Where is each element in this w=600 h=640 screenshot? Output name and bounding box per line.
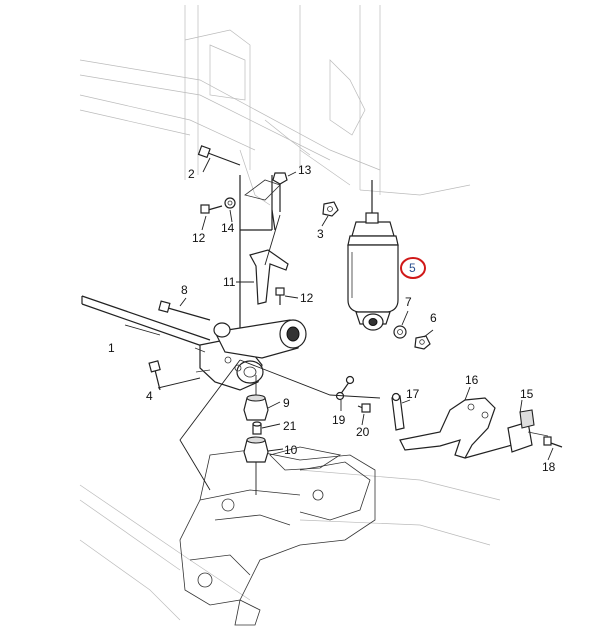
link-19 (335, 375, 355, 401)
callout-5: 5 (409, 261, 416, 275)
callout-12-middle: 12 (300, 291, 314, 305)
spacer-21 (252, 421, 262, 435)
nut-6 (414, 335, 431, 350)
bracket-11 (249, 249, 289, 305)
axle-tube (81, 295, 211, 348)
callout-4: 4 (146, 389, 153, 403)
callout-1: 1 (108, 341, 115, 355)
bushing-9 (243, 394, 269, 421)
callout-16: 16 (465, 373, 479, 387)
callout-2: 2 (188, 167, 195, 181)
callout-9: 9 (283, 396, 290, 410)
callout-7: 7 (405, 295, 412, 309)
callout-15: 15 (520, 387, 534, 401)
bolt-12-upper (200, 204, 223, 214)
callout-3: 3 (317, 227, 324, 241)
leader-lines (124, 157, 554, 495)
callout-13: 13 (298, 163, 312, 177)
highlight-ring (400, 257, 426, 279)
bolt-4 (148, 360, 161, 391)
callout-20: 20 (356, 425, 370, 439)
washer-7 (393, 325, 407, 339)
callout-12-upper: 12 (192, 231, 206, 245)
callout-10: 10 (284, 443, 298, 457)
callout-18: 18 (542, 460, 556, 474)
callout-11: 11 (223, 275, 236, 289)
sensor-link-17 (391, 392, 405, 431)
callout-6: 6 (430, 311, 437, 325)
callout-19: 19 (332, 413, 346, 427)
washer-14 (224, 197, 236, 209)
callout-labels: 1 2 3 4 5 6 7 8 9 10 11 12 12 13 14 15 1… (108, 163, 556, 474)
bolt-2 (197, 145, 241, 166)
callout-17: 17 (406, 387, 420, 401)
bolt-8 (158, 300, 211, 321)
body-frame (79, 5, 471, 206)
stud-13 (272, 172, 288, 212)
callout-21: 21 (283, 419, 297, 433)
callout-14: 14 (221, 221, 235, 235)
bolt-12-middle (275, 287, 285, 305)
bracket-16 (399, 397, 513, 459)
air-spring (347, 180, 399, 331)
bushing-10 (243, 436, 269, 463)
bolt-20 (357, 403, 371, 413)
bolt-18 (543, 436, 563, 448)
nut-3 (322, 201, 339, 217)
rear-crossmember (79, 446, 501, 626)
callout-8: 8 (181, 283, 188, 297)
sensor-15 (507, 409, 549, 453)
